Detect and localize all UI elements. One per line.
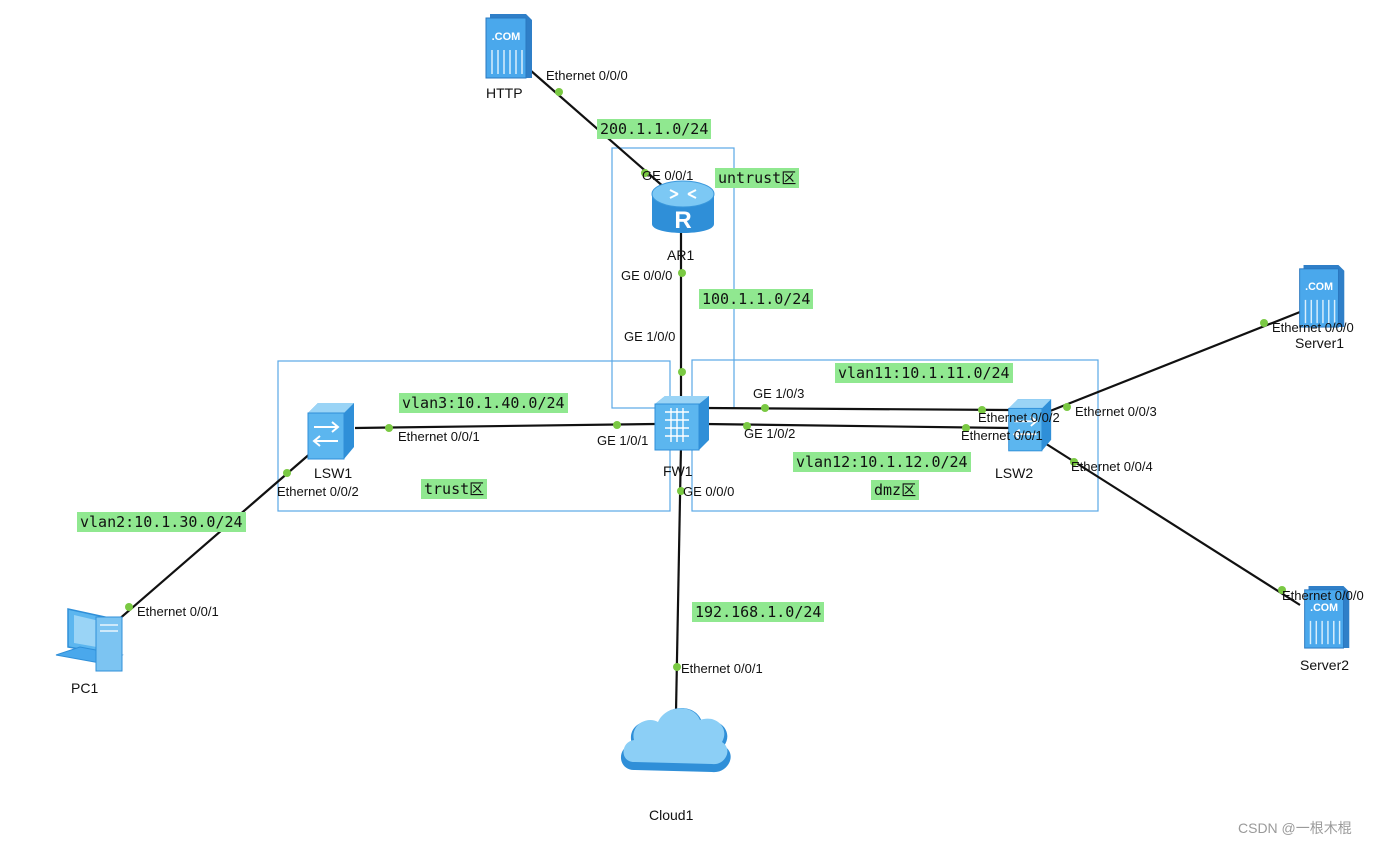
- port-dot: [1278, 586, 1286, 594]
- device-label-ar1: AR1: [667, 247, 695, 263]
- port-label: Ethernet 0/0/2: [978, 410, 1060, 425]
- port-label: Ethernet 0/0/4: [1071, 459, 1153, 474]
- device-label-cloud1: Cloud1: [649, 807, 694, 823]
- port-dot: [283, 469, 291, 477]
- firewall-icon[interactable]: [651, 394, 711, 452]
- port-dot: [678, 368, 686, 376]
- port-label: GE 0/0/0: [683, 484, 735, 499]
- port-label: Ethernet 0/0/0: [1282, 588, 1364, 603]
- svg-text:R: R: [674, 207, 691, 234]
- device-label-fw1: FW1: [663, 463, 693, 479]
- link-fw1-lsw2-a: [704, 406, 1011, 412]
- network-label: 200.1.1.0/24: [597, 119, 712, 139]
- network-label: vlan2:10.1.30.0/24: [77, 512, 246, 532]
- pc-icon[interactable]: [52, 605, 126, 675]
- server2-icon[interactable]: .COM: [1300, 584, 1352, 650]
- port-dot: [678, 269, 686, 277]
- port-label: Ethernet 0/0/1: [398, 429, 480, 444]
- port-label: GE 1/0/0: [624, 329, 676, 344]
- http-server-icon[interactable]: .COM: [482, 12, 534, 80]
- network-label: vlan12:10.1.12.0/24: [793, 452, 971, 472]
- port-dot: [1260, 319, 1268, 327]
- port-label: Ethernet 0/0/0: [1272, 320, 1354, 335]
- port-dot: [978, 406, 986, 414]
- server1-icon[interactable]: .COM: [1295, 263, 1347, 329]
- port-dot: [385, 424, 393, 432]
- port-label: GE 0/0/0: [621, 268, 673, 283]
- svg-text:.COM: .COM: [1310, 602, 1338, 614]
- port-label: GE 1/0/1: [597, 433, 649, 448]
- link-lsw2-server2: [1039, 439, 1301, 606]
- network-label: 100.1.1.0/24: [699, 289, 814, 309]
- network-label: vlan11:10.1.11.0/24: [835, 363, 1013, 383]
- device-label-lsw1: LSW1: [314, 465, 353, 481]
- svg-text:.COM: .COM: [1305, 281, 1333, 293]
- router-icon[interactable]: R: [648, 176, 718, 242]
- port-dot: [1063, 403, 1071, 411]
- port-label: Ethernet 0/0/2: [277, 484, 359, 499]
- device-label-pc1: PC1: [71, 680, 99, 696]
- port-label: Ethernet 0/0/3: [1075, 404, 1157, 419]
- port-label: Ethernet 0/0/1: [961, 428, 1043, 443]
- zone-label-dmz: dmz区: [871, 480, 920, 500]
- device-label-server2: Server2: [1300, 657, 1350, 673]
- port-label: GE 1/0/2: [744, 426, 796, 441]
- port-label: GE 1/0/3: [753, 386, 805, 401]
- port-label: Ethernet 0/0/0: [546, 68, 628, 83]
- port-dot: [641, 169, 649, 177]
- port-dot: [125, 603, 133, 611]
- port-dot: [962, 424, 970, 432]
- link-lsw2-server1: [1039, 310, 1301, 417]
- device-label-http: HTTP: [486, 85, 523, 101]
- network-label: vlan3:10.1.40.0/24: [399, 393, 568, 413]
- switch-icon[interactable]: [1005, 396, 1053, 454]
- switch-icon[interactable]: [304, 401, 356, 461]
- link-lsw1-fw1: [354, 422, 656, 430]
- port-dot: [677, 487, 685, 495]
- port-label: Ethernet 0/0/1: [681, 661, 763, 676]
- port-dot: [1070, 458, 1078, 466]
- zone-label-untrust: untrust区: [715, 168, 800, 188]
- port-label: Ethernet 0/0/1: [137, 604, 219, 619]
- port-label: GE 0/0/1: [642, 168, 694, 183]
- zone-label-trust: trust区: [421, 479, 488, 499]
- network-label: 192.168.1.0/24: [692, 602, 825, 622]
- svg-text:.COM: .COM: [492, 31, 521, 43]
- port-dot: [743, 422, 751, 430]
- device-label-lsw2: LSW2: [995, 465, 1034, 481]
- port-dot: [761, 404, 769, 412]
- port-dot: [673, 663, 681, 671]
- device-label-server1: Server1: [1295, 335, 1345, 351]
- port-dot: [555, 88, 563, 96]
- port-dot: [613, 421, 621, 429]
- cloud-icon[interactable]: [616, 698, 736, 784]
- link-fw1-lsw2-b: [704, 422, 1011, 430]
- watermark: CSDN @一根木棍: [1238, 820, 1352, 836]
